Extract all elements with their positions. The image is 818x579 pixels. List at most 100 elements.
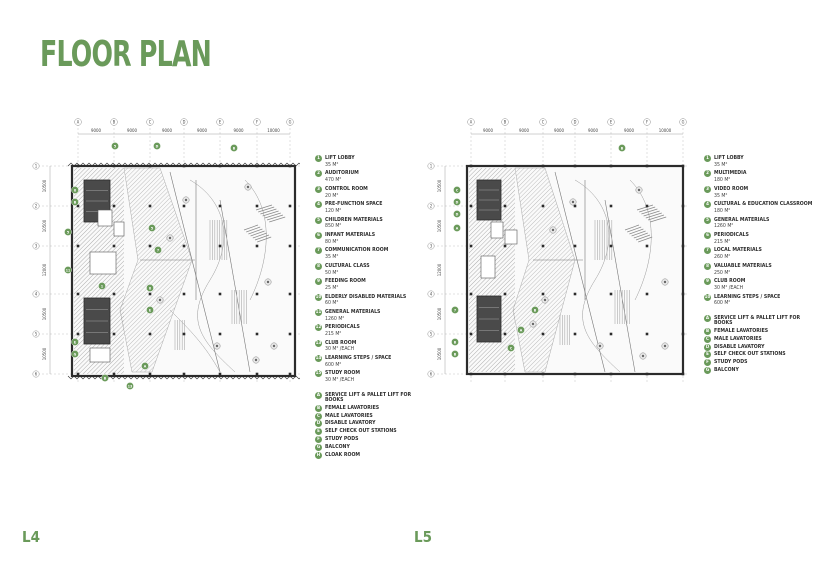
legend-service-label: SERVICE LIFT & PALLET LIFT FOR BOOKS bbox=[325, 391, 412, 404]
structural-column bbox=[218, 292, 222, 296]
plan-label-text: B bbox=[534, 309, 537, 313]
structural-column bbox=[645, 204, 649, 208]
step-line bbox=[638, 236, 653, 243]
structural-column bbox=[148, 164, 152, 168]
plant-core bbox=[663, 344, 667, 348]
step-line bbox=[248, 228, 263, 235]
dimension-label: 10500 bbox=[42, 179, 48, 192]
dimension-label: 9000 bbox=[233, 128, 244, 134]
structural-column bbox=[469, 372, 473, 376]
grid-bubble bbox=[427, 242, 435, 250]
step-line bbox=[647, 214, 665, 221]
legend-service-label: DISABLE LAVATORY bbox=[325, 420, 376, 427]
structural-column bbox=[148, 204, 152, 208]
dimension-label: 10000 bbox=[267, 128, 280, 134]
grid-column-label: A bbox=[77, 120, 80, 125]
legend-room-area: 600 M² bbox=[325, 361, 342, 368]
structural-column bbox=[112, 372, 116, 376]
step-line bbox=[262, 210, 279, 217]
legend-room-label: FEEDING ROOM bbox=[325, 278, 366, 285]
legend-number-badge: 6 bbox=[704, 231, 711, 239]
legend-service-label: BALCONY bbox=[325, 443, 350, 450]
grid-row-label: 4 bbox=[35, 291, 38, 296]
structural-column bbox=[182, 292, 186, 296]
structural-column bbox=[288, 372, 292, 376]
step-line bbox=[641, 208, 658, 215]
legend-room-label: AUDITORIUM bbox=[325, 170, 359, 177]
legend-room-label: LIFT LOBBY bbox=[714, 155, 744, 161]
legend-number-badge: 11 bbox=[315, 308, 322, 316]
grid-row-label: 3 bbox=[35, 243, 37, 248]
partition-line bbox=[219, 199, 251, 373]
plan-label-text: G bbox=[74, 353, 77, 357]
legend-number-badge: 5 bbox=[315, 216, 322, 224]
grid-column-label: B bbox=[113, 120, 116, 125]
legend-service-label: BALCONY bbox=[714, 366, 739, 373]
section-cut-edge bbox=[67, 162, 300, 167]
grid-column-label: G bbox=[682, 120, 685, 125]
plan-label-text: 5 bbox=[151, 227, 154, 231]
plant-core bbox=[641, 354, 645, 358]
legend-room-area: 80 M² bbox=[325, 238, 339, 245]
plan-label-text: B bbox=[454, 341, 457, 345]
dimension-label: 10500 bbox=[42, 307, 48, 320]
grid-column-label: C bbox=[149, 120, 152, 125]
dimension-label: 9000 bbox=[624, 128, 635, 134]
plan-label-text: B bbox=[74, 201, 77, 205]
legend-room-label: COMMUNICATION ROOM bbox=[325, 247, 389, 254]
plan-label-badge bbox=[64, 266, 72, 274]
structural-column bbox=[218, 332, 222, 336]
level-label-l4: L4 bbox=[22, 528, 40, 546]
dimension-label: 9000 bbox=[588, 128, 599, 134]
structural-column bbox=[681, 292, 685, 296]
legend-room-label: CULTURAL & EDUCATION CLASSROOM bbox=[714, 201, 813, 208]
legend-number-badge: 7 bbox=[315, 247, 322, 255]
structural-column bbox=[76, 332, 80, 336]
plan-label-badge bbox=[153, 142, 161, 150]
structural-column bbox=[609, 292, 613, 296]
legend-room-label: VALUABLE MATERIALS bbox=[714, 262, 772, 269]
legend-letter-badge: E bbox=[315, 428, 322, 436]
dimension-label: 9000 bbox=[554, 128, 565, 134]
structural-column bbox=[288, 332, 292, 336]
structural-column bbox=[218, 164, 222, 168]
structural-column bbox=[255, 292, 259, 296]
legend-room-area: 30 M² /EACH bbox=[325, 377, 355, 384]
structural-column bbox=[112, 164, 116, 168]
legend-room-area: 30 M² /EACH bbox=[325, 346, 355, 353]
dimension-label: 12000 bbox=[42, 263, 48, 276]
plan-label-badge bbox=[517, 326, 525, 334]
plan-label-text: 7 bbox=[454, 309, 456, 313]
legend-letter-badge: A bbox=[315, 391, 322, 399]
legend-service-label: STUDY PODS bbox=[714, 359, 748, 366]
grid-column-label: F bbox=[256, 120, 258, 125]
legend-room-area: 1260 M² bbox=[325, 315, 345, 322]
step-line bbox=[250, 230, 265, 237]
plan-label-text: C bbox=[510, 347, 513, 351]
grid-bubble bbox=[180, 118, 188, 126]
plan-label-text: 8 bbox=[74, 189, 77, 193]
step-line bbox=[629, 228, 644, 235]
legend-service-label: MALE LAVATORIES bbox=[714, 335, 762, 342]
grid-column-label: D bbox=[183, 120, 186, 125]
step-line bbox=[252, 232, 267, 239]
step-line bbox=[264, 212, 281, 219]
legend-room-label: VIDEO ROOM bbox=[714, 185, 749, 192]
structural-column bbox=[148, 332, 152, 336]
structural-column bbox=[148, 372, 152, 376]
plan-label-badge bbox=[230, 144, 238, 152]
